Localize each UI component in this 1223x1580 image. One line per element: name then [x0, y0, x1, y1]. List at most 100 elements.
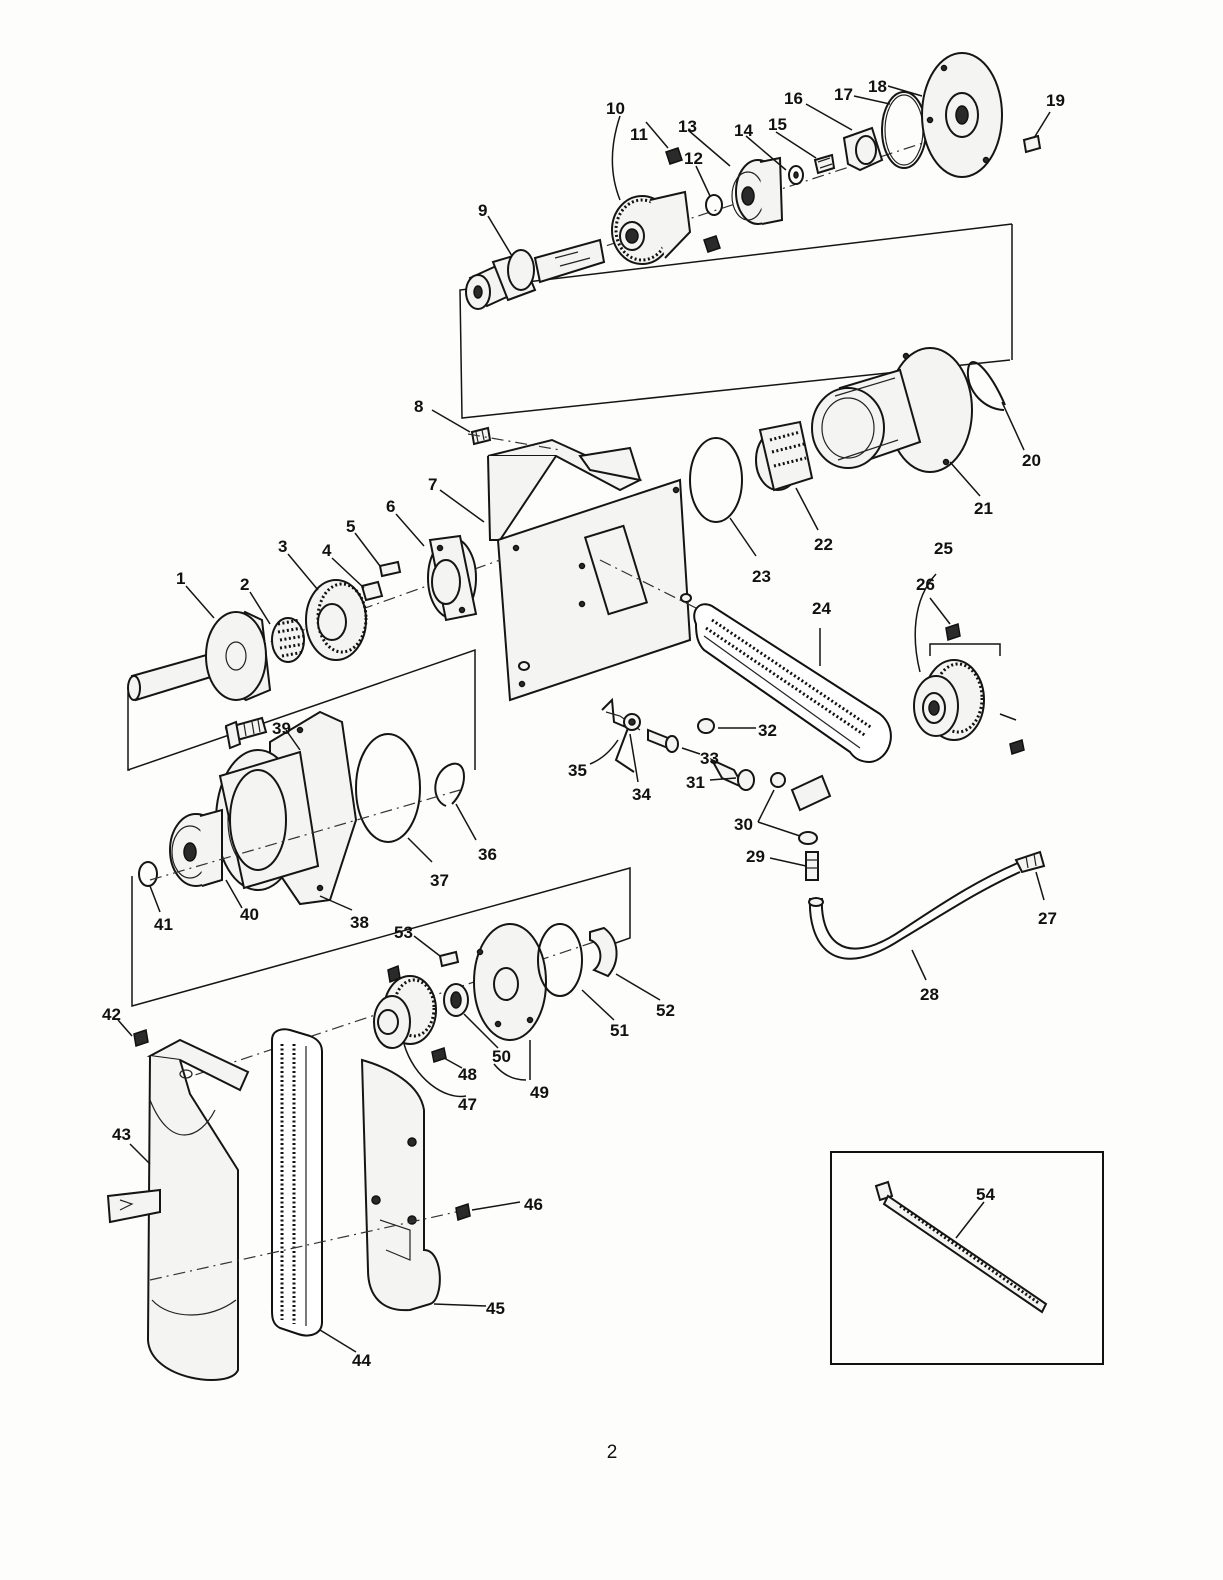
callout-47: 47: [458, 1095, 477, 1114]
callout-24: 24: [812, 599, 831, 618]
part-42-nut: [134, 1030, 148, 1046]
callout-39: 39: [272, 719, 291, 738]
part-50-bushing: [444, 984, 468, 1016]
callout-1: 1: [176, 569, 185, 588]
left-shaft-assembly: [128, 536, 500, 700]
callout-21: 21: [974, 499, 993, 518]
callout-51: 51: [610, 1021, 629, 1040]
callout-38: 38: [350, 913, 369, 932]
callout-27: 27: [1038, 909, 1057, 928]
part-4-key: [362, 582, 382, 600]
part-14-washer: [789, 166, 803, 184]
callout-11: 11: [630, 125, 648, 144]
part-7-main-housing: [488, 440, 691, 700]
part-30-washer-and-block: [771, 773, 830, 844]
callout-12: 12: [684, 149, 703, 168]
callout-25: 25: [934, 539, 953, 558]
callout-45: 45: [486, 1299, 505, 1318]
callout-20: 20: [1022, 451, 1041, 470]
callout-10: 10: [606, 99, 625, 118]
part-34-washer: [624, 714, 640, 730]
part-5-screw: [380, 562, 400, 576]
flange-bearing-assembly: [139, 712, 464, 904]
callout-44: 44: [352, 1351, 371, 1370]
callout-26: 26: [916, 575, 935, 594]
part-46-nut: [456, 1204, 470, 1220]
part-23-o-ring: [690, 438, 742, 522]
callout-8: 8: [414, 397, 423, 416]
part-22-needle-bearing: [756, 422, 812, 490]
part-45-inner-guard: [362, 1060, 440, 1310]
part-53-screw: [440, 952, 458, 966]
callout-48: 48: [458, 1065, 477, 1084]
page-number: 2: [600, 1442, 624, 1464]
part-21-housing: [812, 348, 972, 472]
part-40-bearing: [170, 810, 222, 886]
callout-16: 16: [784, 89, 803, 108]
part-1-shaft: [128, 612, 270, 700]
callout-50: 50: [492, 1047, 511, 1066]
callout-46: 46: [524, 1195, 543, 1214]
part-15-screw: [815, 155, 834, 173]
callout-54: 54: [976, 1185, 995, 1204]
callout-23: 23: [752, 567, 771, 586]
part-47-pulley: [374, 976, 436, 1048]
part-9-shaft: [466, 240, 604, 309]
part-33-screw: [648, 730, 678, 752]
callout-13: 13: [678, 117, 697, 136]
part-41-snap-ring: [139, 862, 157, 886]
part-8-setscrew: [472, 428, 490, 444]
part-16-lock-plate: [844, 128, 882, 170]
callout-2: 2: [240, 575, 249, 594]
callout-28: 28: [920, 985, 939, 1004]
callout-41: 41: [154, 915, 173, 934]
part-2-needle-bearing: [272, 618, 304, 662]
callout-36: 36: [478, 845, 497, 864]
part-44-belt: [272, 1029, 322, 1335]
part-27-connector: [1016, 852, 1044, 872]
callout-6: 6: [386, 497, 395, 516]
part-28-tube: [809, 862, 1020, 959]
callout-4: 4: [322, 541, 332, 560]
callout-3: 3: [278, 537, 287, 556]
part-19-screw: [1024, 136, 1040, 152]
part-10-pulley: [612, 192, 690, 264]
part-51-o-ring: [538, 924, 582, 996]
callout-35: 35: [568, 761, 587, 780]
part-37-o-ring: [356, 734, 420, 842]
part-13-bearing: [732, 158, 782, 224]
part-6-bearing-retainer: [428, 536, 476, 620]
callout-40: 40: [240, 905, 259, 924]
part-29-nipple: [806, 852, 818, 880]
callout-43: 43: [112, 1125, 131, 1144]
callout-53: 53: [394, 923, 413, 942]
callout-52: 52: [656, 1001, 675, 1020]
callout-29: 29: [746, 847, 765, 866]
callout-14: 14: [734, 121, 753, 140]
callout-19: 19: [1046, 91, 1065, 110]
part-49-plate: [474, 924, 546, 1040]
callout-34: 34: [632, 785, 651, 804]
part-39-bolt: [226, 718, 266, 748]
part-18-cover-plate: [922, 53, 1002, 177]
callout-49: 49: [530, 1083, 549, 1102]
part-32-washer: [698, 719, 714, 733]
callout-37: 37: [430, 871, 449, 890]
lubrication-fittings: [602, 700, 1044, 959]
callout-18: 18: [868, 77, 887, 96]
callout-7: 7: [428, 475, 437, 494]
cable-tie-inset: [831, 1152, 1103, 1364]
bearing-housing-assembly: [690, 348, 1005, 522]
part-43-belt-guard: [108, 1040, 248, 1380]
callout-5: 5: [346, 517, 355, 536]
part-25-pulley: [914, 660, 984, 740]
callout-32: 32: [758, 721, 777, 740]
part-24-belt: [694, 604, 891, 762]
callout-42: 42: [102, 1005, 121, 1024]
callout-22: 22: [814, 535, 833, 554]
callout-9: 9: [478, 201, 487, 220]
callout-30: 30: [734, 815, 753, 834]
part-3-gear: [306, 580, 366, 660]
